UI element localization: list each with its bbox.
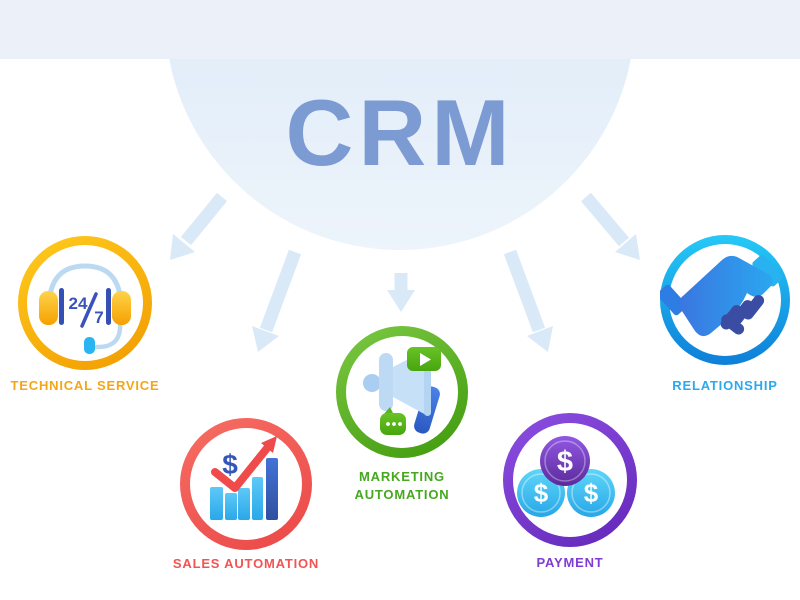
- arrow-to-relationship-icon: [581, 192, 640, 260]
- svg-text:$: $: [557, 446, 573, 478]
- headset-24-7-icon: 24 7: [39, 263, 131, 354]
- node-relationship: RELATIONSHIP: [660, 235, 790, 393]
- relationship-label: RELATIONSHIP: [672, 378, 778, 393]
- arrow-to-technical-service-icon: [170, 192, 228, 260]
- mic-icon: [84, 337, 95, 354]
- technical-service-label: TECHNICAL SERVICE: [10, 378, 160, 393]
- node-payment: $ $ $ PAYMENT: [503, 413, 637, 570]
- arrow-to-marketing-automation-icon: [387, 273, 415, 312]
- marketing-label-line1: MARKETING: [359, 469, 445, 484]
- badge-24: 24: [69, 294, 88, 313]
- play-button-icon: [407, 347, 441, 371]
- sales-automation-label: SALES AUTOMATION: [172, 556, 320, 571]
- growth-bar-chart-icon: $: [210, 436, 278, 520]
- coins-icon: $ $ $: [517, 436, 615, 517]
- growth-arrow-icon: [211, 443, 272, 492]
- megaphone-icon: [363, 347, 441, 435]
- crm-title: CRM: [285, 80, 515, 185]
- marketing-label-line2: AUTOMATION: [354, 487, 450, 502]
- marketing-automation-label: MARKETING AUTOMATION: [327, 468, 477, 504]
- handshake-icon: [660, 254, 783, 337]
- node-technical-service: 24 7 TECHNICAL SERVICE: [11, 236, 159, 393]
- top-band: [0, 0, 800, 59]
- payment-label: PAYMENT: [536, 555, 604, 570]
- sales-automation-ring: [180, 418, 312, 550]
- svg-text:$: $: [584, 478, 599, 508]
- arrow-to-sales-automation-icon: [252, 249, 302, 352]
- clasped-fingers: [720, 295, 765, 335]
- svg-text:$: $: [534, 478, 549, 508]
- node-sales-automation: $ SALES AUTOMATION: [173, 418, 318, 571]
- chat-bubble-icon: [380, 407, 406, 435]
- dollar-sign: $: [222, 449, 238, 480]
- badge-7: 7: [94, 308, 103, 327]
- arrow-to-payment-icon: [503, 249, 553, 352]
- coin-top-icon: $: [540, 436, 590, 486]
- node-marketing-automation: MARKETING AUTOMATION: [336, 326, 468, 502]
